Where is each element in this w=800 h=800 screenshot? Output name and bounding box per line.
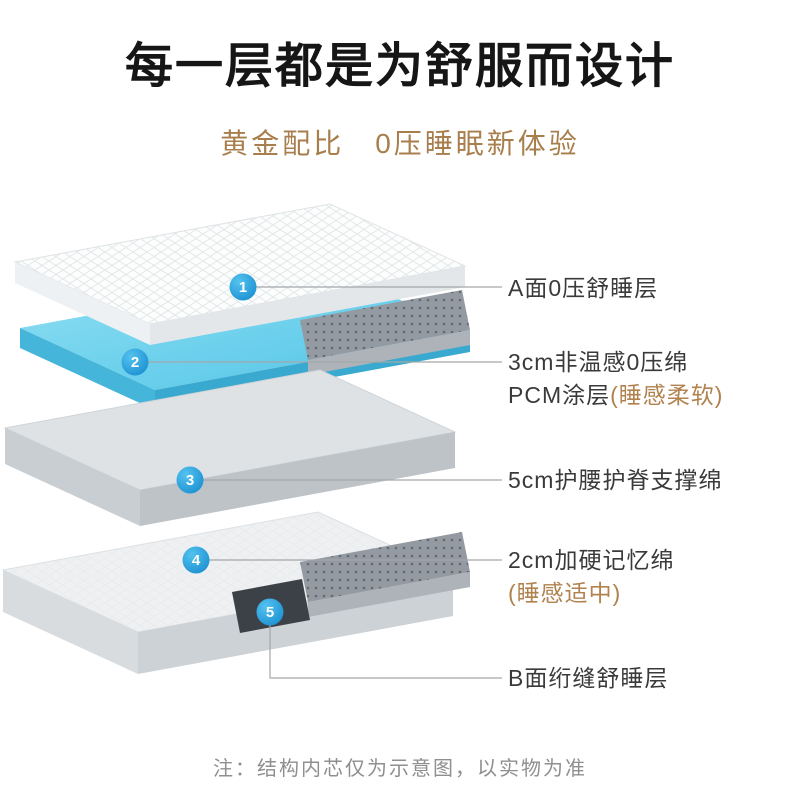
layer-support-foam [3, 369, 457, 526]
callout-2-line2: PCM涂层 [508, 382, 611, 408]
callout-marker-3: 3 [176, 466, 204, 494]
callout-1-line1: A面0压舒睡层 [508, 275, 659, 301]
callout-label-1: A面0压舒睡层 [508, 272, 796, 305]
callout-label-5: B面绗缝舒睡层 [508, 662, 796, 695]
marker-number-5: 5 [266, 604, 274, 621]
layer-pcm-texture-block [300, 290, 470, 375]
callout-text: 3cm非温感0压绵 [508, 346, 796, 379]
callout-4-line1: 2cm加硬记忆绵 [508, 547, 675, 573]
callout-5-line1: B面绗缝舒睡层 [508, 665, 669, 691]
page-subtitle: 黄金配比 0压睡眠新体验 [220, 128, 580, 159]
layer-memory-foam-block [300, 532, 470, 617]
callout-text: B面绗缝舒睡层 [508, 662, 796, 695]
callout-label-4: 2cm加硬记忆绵 (睡感适中) [508, 544, 796, 610]
marker-circle-2 [121, 348, 149, 376]
layer2-front-face [20, 328, 155, 410]
layer-top-quilted [13, 203, 467, 345]
block4-bottom-edge [308, 572, 470, 617]
callout-text: (睡感适中) [508, 577, 796, 610]
callout-text: PCM涂层(睡感柔软) [508, 379, 796, 412]
callout-2-note: (睡感柔软) [610, 382, 724, 408]
marker-number-1: 1 [239, 279, 247, 296]
disclaimer-note: 注：结构内芯仅为示意图，以实物为准 [213, 758, 587, 780]
layer1-right-face [150, 266, 465, 345]
callout-2-line1: 3cm非温感0压绵 [508, 349, 689, 375]
callout-marker-2: 2 [121, 348, 149, 376]
marker-circle-3 [176, 466, 204, 494]
layer3-right-face [140, 432, 455, 526]
marker-circle-5 [256, 598, 284, 626]
callout-text: A面0压舒睡层 [508, 272, 796, 305]
marker-circle-1 [229, 273, 257, 301]
callout-marker-1: 1 [229, 273, 257, 301]
page-title: 每一层都是为舒服而设计 [124, 40, 675, 93]
layer5-quilt-texture [3, 512, 453, 632]
block2-bottom-edge [308, 330, 470, 375]
callout-text: 5cm护腰护脊支撑绵 [508, 464, 796, 497]
layer3-front-face [5, 428, 140, 526]
callout-text: 2cm加硬记忆绵 [508, 544, 796, 577]
marker-number-3: 3 [186, 472, 194, 489]
callout-3-line1: 5cm护腰护脊支撑绵 [508, 467, 723, 493]
layer1-quilt-texture [15, 204, 465, 324]
marker-number-2: 2 [131, 354, 139, 371]
leader-line-5 [269, 625, 502, 679]
callout-marker-4: 4 [182, 546, 210, 574]
marker-circle-4 [182, 546, 210, 574]
callout-label-3: 5cm护腰护脊支撑绵 [508, 464, 796, 497]
callout-marker-5: 5 [256, 598, 284, 626]
callout-label-2: 3cm非温感0压绵 PCM涂层(睡感柔软) [508, 346, 796, 412]
leader-lines [148, 286, 502, 679]
layer1-front-face [15, 262, 150, 345]
callout-4-note: (睡感适中) [508, 580, 622, 606]
marker-number-4: 4 [192, 552, 201, 569]
block2-dotted-face [300, 290, 470, 360]
block4-dotted-face [300, 532, 470, 602]
layer5-front-face [3, 570, 138, 674]
